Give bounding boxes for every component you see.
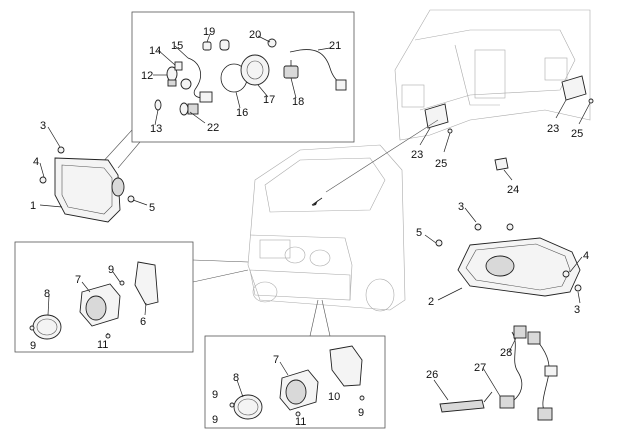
callout-label: 8 (233, 372, 239, 384)
callout-label: 12 (141, 70, 153, 82)
connector-icon (199, 91, 213, 103)
callout-label: 8 (44, 288, 50, 300)
bulb-socket-icon (179, 102, 199, 116)
callout-label: 9 (108, 264, 114, 276)
callout-label: 25 (571, 128, 583, 140)
foglamp-lens-icon (233, 394, 263, 420)
callout-label: 18 (292, 96, 304, 108)
cap-icon (219, 39, 230, 51)
callout-labels: 1 2 3 3 3 4 4 5 5 6 7 7 8 8 9 9 9 9 9 10… (30, 26, 589, 428)
callout-label: 10 (328, 391, 340, 403)
foglamp-right-panel (204, 299, 386, 429)
leader-lines (39, 33, 591, 401)
switch-module-icon (561, 75, 587, 101)
side-marker-icon (439, 391, 493, 413)
callout-label: 26 (426, 369, 438, 381)
callout-label: 21 (329, 40, 341, 52)
callout-label: 7 (273, 354, 279, 366)
callout-label: 24 (507, 184, 519, 196)
callout-label: 27 (474, 362, 486, 374)
callout-label: 23 (547, 123, 559, 135)
callout-label: 25 (435, 158, 447, 170)
foglamp-left-panel (14, 241, 249, 353)
cover-icon (240, 54, 270, 86)
callout-label: 14 (149, 45, 161, 57)
bulb-detail-panel (99, 11, 355, 169)
cab-interior-sketch (325, 9, 594, 193)
callout-label: 9 (30, 340, 36, 352)
callout-label: 9 (358, 407, 364, 419)
small-bulb-icon (267, 38, 277, 48)
connector-icon (335, 79, 347, 91)
callout-label: 5 (149, 202, 155, 214)
callout-label: 11 (97, 339, 108, 351)
callout-label: 3 (458, 201, 464, 213)
callout-label: 20 (249, 29, 261, 41)
callout-label: 3 (40, 120, 46, 132)
callout-label: 23 (411, 149, 423, 161)
callout-label: 4 (583, 250, 589, 262)
callout-label: 4 (33, 156, 39, 168)
small-bulb-icon (154, 99, 162, 111)
callout-label: 1 (30, 200, 36, 212)
callout-label: 11 (295, 416, 306, 428)
cap-icon (202, 41, 212, 51)
knob-icon (494, 157, 509, 171)
foglamp-lens-icon (32, 314, 62, 340)
socket-icon (180, 78, 192, 90)
headlamp-right-icon (435, 223, 582, 297)
bracket-icon (134, 261, 159, 306)
callout-label: 28 (500, 347, 512, 359)
van-outline (247, 144, 406, 312)
callout-label: 6 (140, 316, 146, 328)
wiring-harness-icon (499, 325, 558, 421)
callout-label: 17 (263, 94, 275, 106)
bulb-holder-icon (174, 61, 183, 71)
callout-label: 19 (203, 26, 215, 38)
callout-label: 13 (150, 123, 162, 135)
callout-label: 3 (574, 304, 580, 316)
callout-label: 22 (207, 122, 219, 134)
switch-module-icon (424, 103, 449, 129)
foglamp-icon (279, 369, 319, 411)
callout-label: 7 (75, 274, 81, 286)
bracket-icon (329, 345, 363, 387)
callout-label: 5 (416, 227, 422, 239)
callout-label: 9 (212, 389, 218, 401)
callout-label: 2 (428, 296, 434, 308)
callout-label: 9 (212, 414, 218, 426)
headlamp-left-icon (39, 146, 135, 223)
connector-icon (283, 65, 299, 79)
callout-label: 16 (236, 107, 248, 119)
foglamp-icon (79, 283, 121, 327)
bulb-icon (166, 66, 178, 87)
callout-label: 15 (171, 40, 183, 52)
